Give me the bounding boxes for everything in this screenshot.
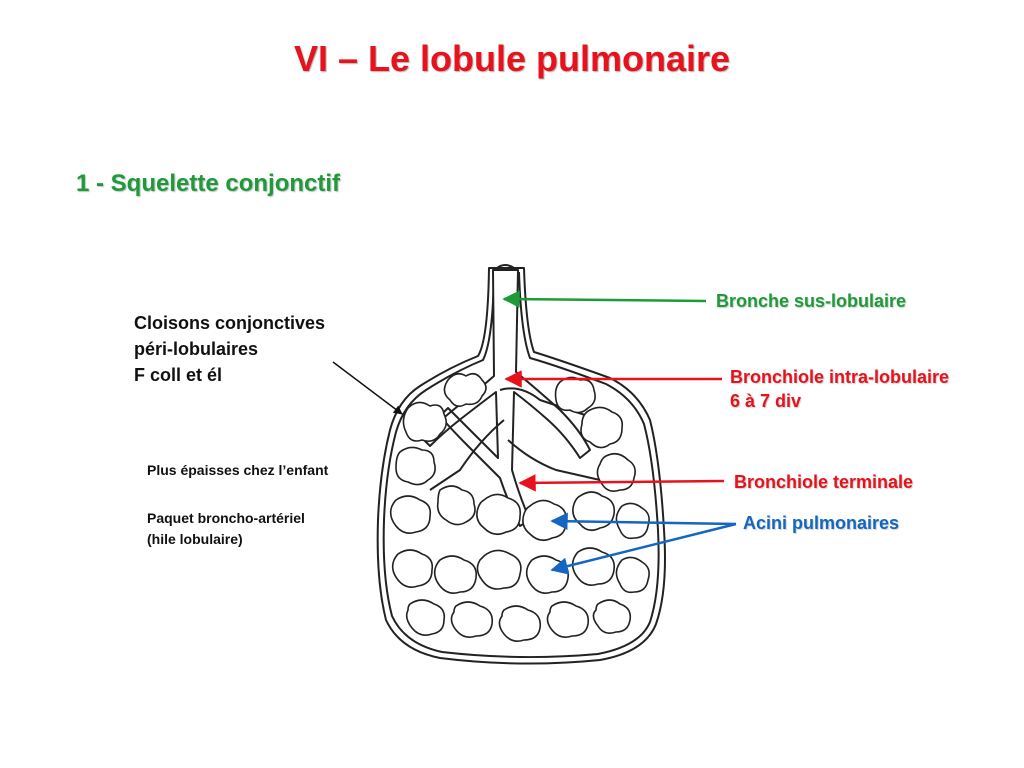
septa-line-1: Cloisons conjonctives [134,313,326,333]
section-subtitle: 1 - Squelette conjonctif [76,170,341,197]
label-bronchiole-intra-line-2: 6 à 7 div [730,391,802,411]
note-bundle-line-2: (hile lobulaire) [147,531,243,547]
note-thicker-child: Plus épaisses chez l’enfant [147,462,329,478]
label-bronchiole-intra-line-1: Bronchiole intra-lobulaire [730,367,950,387]
slide-title: VI – Le lobule pulmonaire [293,38,731,79]
arrow-acini-1 [550,512,737,531]
septa-line-2: péri-lobulaires [134,339,259,359]
connective-septa-label: Cloisons conjonctives péri-lobulaires F … [134,310,325,388]
arrow-bronche-sus-lobulaire [502,290,707,308]
label-bronchiole-terminale: Bronchiole terminale [734,472,914,492]
note-bundle: Paquet broncho-artériel (hile lobulaire) [147,508,305,550]
arrow-septa [332,361,403,415]
acini-clusters [389,372,650,642]
arrow-bronchiole-terminale [518,474,725,492]
septa-line-3: F coll et él [134,365,223,385]
label-bronchiole-intra-lobulaire: Bronchiole intra-lobulaire 6 à 7 div [730,365,949,413]
arrow-acini-2 [550,522,737,575]
lobule-outline [376,267,666,665]
label-bronche-sus-lobulaire: Bronche sus-lobulaire [716,291,907,311]
bronchial-tree [421,264,601,527]
label-acini-pulmonaires: Acini pulmonaires [743,513,900,533]
note-bundle-line-1: Paquet broncho-artériel [147,510,305,526]
